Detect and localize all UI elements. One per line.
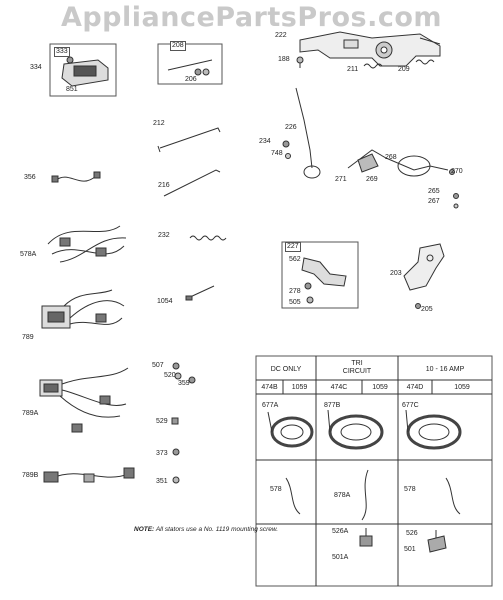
- part-label: 877B: [324, 402, 341, 409]
- wire-harness-icon: [55, 175, 97, 182]
- part-label: 356: [24, 174, 36, 181]
- part-label: 578A: [20, 251, 37, 258]
- part-label: 878A: [334, 492, 351, 499]
- part-label: 789B: [22, 472, 39, 479]
- control-bracket-icon: [299, 31, 441, 67]
- part-label: 1054: [157, 298, 173, 305]
- part-label: 748: [271, 150, 283, 157]
- wire-icon: [285, 477, 301, 515]
- part-label: 1059: [291, 384, 308, 391]
- throttle-bracket-icon: [301, 257, 347, 287]
- note-text: NOTE: All stators use a No. 1119 mountin…: [134, 526, 278, 534]
- part-label: 789A: [22, 410, 39, 417]
- part-label: 520: [164, 372, 176, 379]
- part-label: 677C: [402, 402, 419, 409]
- part-label: 227: [285, 242, 301, 252]
- wiring-harness-icon: [41, 289, 125, 329]
- column-header: 10 - 16 AMP: [425, 366, 465, 373]
- part-label: 265: [428, 188, 440, 195]
- part-label: 270: [451, 168, 463, 175]
- part-label: 188: [278, 56, 290, 63]
- part-label: 351: [156, 478, 168, 485]
- part-label: 278: [289, 288, 301, 295]
- part-label: 203: [390, 270, 402, 277]
- spring-icon: [415, 59, 435, 65]
- wiring-harness-icon: [43, 467, 135, 483]
- column-header: DC ONLY: [270, 366, 302, 373]
- part-label: 373: [156, 450, 168, 457]
- wire-icon: [361, 469, 369, 521]
- part-label: 216: [158, 182, 170, 189]
- part-label: 226: [285, 124, 297, 131]
- column-header: TRI CIRCUIT: [342, 360, 372, 375]
- part-label: 578: [270, 486, 282, 493]
- part-label: 209: [398, 66, 410, 73]
- note-prefix: NOTE:: [134, 526, 155, 533]
- wiring-harness-icon: [39, 367, 129, 433]
- part-label: 789: [22, 334, 34, 341]
- part-label: 474C: [330, 384, 348, 391]
- note-body: All stators use a No. 1119 mounting scre…: [155, 526, 279, 533]
- part-label: 578: [404, 486, 416, 493]
- part-label: 333: [54, 47, 70, 57]
- part-label: 234: [259, 138, 271, 145]
- part-label: 359: [178, 380, 190, 387]
- part-label: 526A: [332, 528, 349, 535]
- part-label: 562: [289, 256, 301, 263]
- mounting-bracket-icon: [403, 243, 445, 291]
- part-label: 212: [153, 120, 165, 127]
- stator-coil-icon: [327, 409, 384, 450]
- stator-coil-icon: [267, 411, 314, 448]
- part-label: 1059: [372, 384, 388, 391]
- part-label: 208: [170, 41, 186, 51]
- part-label: 851: [66, 86, 78, 93]
- part-label: 474B: [261, 384, 278, 391]
- part-label: 267: [428, 198, 440, 205]
- part-label: 269: [366, 176, 378, 183]
- part-label: 529: [156, 418, 168, 425]
- part-label: 501: [404, 546, 416, 553]
- part-label: 505: [289, 299, 301, 306]
- governor-rod-icon: [159, 127, 221, 149]
- part-label: 271: [335, 176, 347, 183]
- key-switch-icon: [61, 56, 109, 87]
- part-label: 526: [406, 530, 418, 537]
- part-label: 211: [347, 66, 359, 73]
- stator-coil-icon: [405, 409, 462, 450]
- screw-icon: [296, 56, 304, 68]
- part-label: 501A: [332, 554, 349, 561]
- spring-icon: [363, 63, 383, 69]
- wire-harness-icon: [47, 225, 127, 263]
- part-label: 268: [385, 154, 397, 161]
- governor-spring-icon: [189, 235, 227, 241]
- link-rod-icon: [167, 59, 213, 71]
- part-label: 232: [158, 232, 170, 239]
- watermark: AppliancePartsPros.com: [60, 2, 443, 33]
- part-label: 677A: [262, 402, 279, 409]
- choke-cable-icon: [295, 87, 313, 169]
- link-rod-icon: [163, 169, 221, 197]
- part-label: 1059: [454, 384, 470, 391]
- part-label: 474D: [406, 384, 424, 391]
- part-label: 206: [185, 76, 197, 83]
- part-label: 205: [421, 306, 433, 313]
- part-label: 507: [152, 362, 164, 369]
- throttle-cable-icon: [347, 149, 449, 171]
- part-label: 222: [275, 32, 287, 39]
- part-label: 334: [30, 64, 42, 71]
- wire-icon: [445, 477, 461, 515]
